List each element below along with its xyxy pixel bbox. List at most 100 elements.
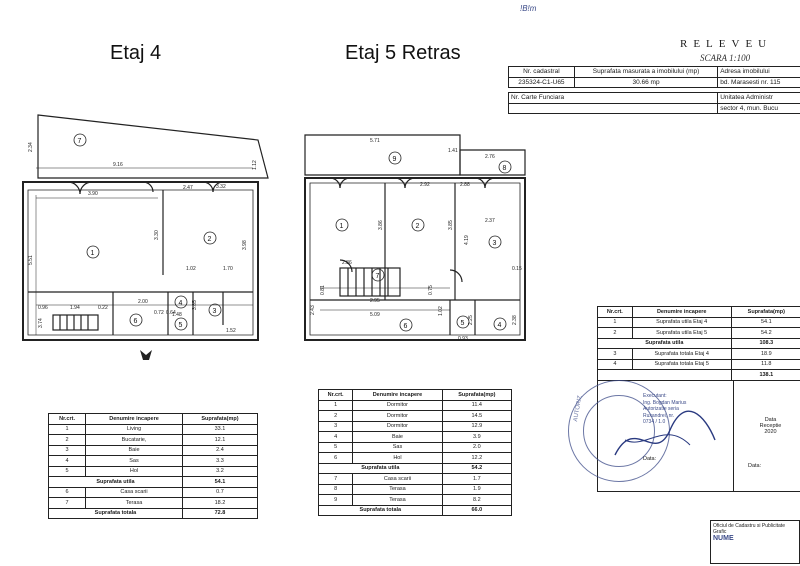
f5-dim: 2.88 [460,182,470,188]
f5-room-2: 2 [416,223,420,230]
f5-room-5: 5 [461,320,465,327]
f4-room-2: 2 [208,236,212,243]
t4-cell: 0.7 [181,486,259,498]
t5-cell: Terasa [352,494,443,506]
f4-dim: 0.96 [38,305,48,311]
t4-cell: 12.1 [181,434,259,446]
t5-cell: Dormitor [352,420,443,432]
t5-cell: Baie [352,431,443,443]
t4-cell: Terasa [85,497,183,509]
ts-cell: Suprafata totala Etaj 4 [631,348,732,360]
f5-room-8: 8 [503,165,507,172]
ts-header: Nr.crt. [597,306,633,318]
ts-header: Denumire incapere [631,306,732,318]
f5-dim: 0.15 [512,266,522,272]
t5-cell: 2 [317,410,354,422]
t4-cell: 2.4 [181,444,259,456]
f4-dim: 3.74 [38,318,44,328]
ts-cell: 2 [597,327,633,339]
cad-value-adr: bd. Marasesti nr. 115 [717,76,800,88]
floor4-title: Etaj 4 [110,42,162,64]
t5-cell: 9 [317,494,354,506]
f5-dim: 5.09 [370,312,380,318]
t5-cell: 12.2 [441,452,513,464]
stamp-side-label: AUTORIZ [573,395,584,423]
f5-dim: 2.38 [512,315,518,325]
ts-cell: 4 [597,358,633,370]
f4-room-3: 3 [213,308,217,315]
north-arrow-icon [140,350,152,360]
cad-header-cf: Nr. Carte Funciara [507,92,719,104]
f4-dim: 1.12 [252,160,258,170]
ts-cell: Suprafata utila Etaj 5 [631,327,732,339]
t4-cell: 1 [47,423,87,435]
t4-cell: 6 [47,486,87,498]
t5-total-value: 66.0 [441,504,513,516]
f5-room-9: 9 [393,156,397,163]
t4-cell: Hol [85,465,183,477]
t4-cell: 18.2 [181,497,259,509]
t4-header: Nr.crt. [47,413,87,425]
f5-dim: 0.75 [428,285,434,295]
f4-dim: 0.22 [98,305,108,311]
ocpi-line: NUME [713,535,734,542]
ts-cell: 3 [597,348,633,360]
floor5-plan: 9 8 1 2 3 4 5 6 7 5.71 1.41 2.76 2.92 2.… [304,134,526,342]
f5-dim: 1.41 [448,148,458,154]
f4-dim: 3.98 [242,240,248,250]
f5-dim: 3.85 [448,220,454,230]
t5-cell: 3.9 [441,431,513,443]
t4-utila-label: Suprafata utila [48,476,183,488]
t5-header: Suprafata(mp) [441,389,513,401]
ts-utila-value: 108.3 [730,337,800,349]
f4-dim: 1.02 [186,266,196,272]
signature-icon [614,410,716,456]
f5-room-3: 3 [493,240,497,247]
t5-cell: 14.5 [441,410,513,422]
f4-dim: 1.70 [223,266,233,272]
ocpi-line: Oficiul de Cadastru si Publicitate [713,523,785,529]
f4-dim: 0.64 [166,310,176,316]
t4-cell: 33.1 [181,423,259,435]
cad-header-nr: Nr. cadastral [508,66,575,78]
t4-cell: Living [85,423,183,435]
f5-dim: 2.37 [485,218,495,224]
f4-dim: 1.52 [226,328,236,334]
t5-cell: Dormitor [352,399,443,411]
t5-utila-value: 54.2 [441,462,513,474]
f5-dim: 0.81 [320,285,326,295]
t4-header: Denumire incapere [85,413,183,425]
t4-cell: Sas [85,455,183,467]
cad-value-nr: 235324-C1-U65 [508,76,575,88]
f4-room-1: 1 [91,250,95,257]
t5-utila-label: Suprafata utila [318,462,443,474]
cad-header-adr: Adresa imobilului [717,66,800,78]
t5-cell: 1 [317,399,354,411]
ts-cell: 54.2 [730,327,800,339]
ts-cell: 18.9 [730,348,800,360]
f5-room-6: 6 [404,323,408,330]
ts-cell: Suprafata totala Etaj 5 [631,358,732,370]
t4-cell: 2 [47,434,87,446]
t4-cell: 3 [47,444,87,456]
t5-cell: 6 [317,452,354,464]
corner-mark: !B!m [520,4,537,13]
t5-cell: 5 [317,441,354,453]
t5-cell: 1.7 [441,473,513,485]
t5-cell: 2.0 [441,441,513,453]
t5-cell: 7 [317,473,354,485]
t4-cell: 5 [47,465,87,477]
ocpi-box: Oficiul de Cadastru si Publicitate Grafi… [710,520,800,564]
f5-dim: 2.86 [342,260,352,266]
ts-cell: 54.1 [730,316,800,328]
